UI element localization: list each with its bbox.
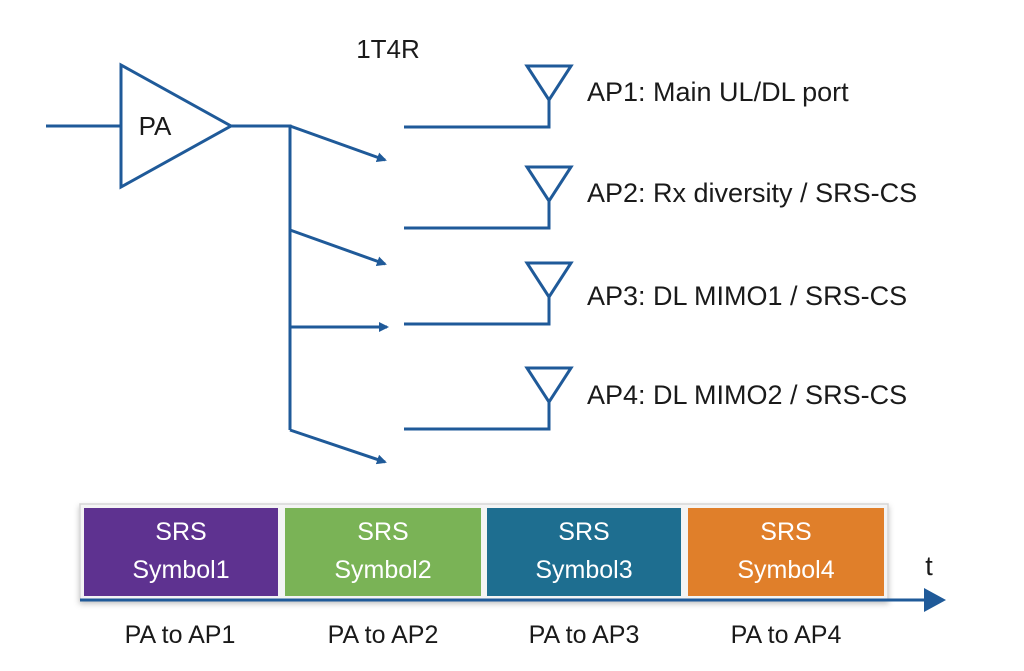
srs-symbol-box-4: SRS Symbol4 xyxy=(688,508,884,596)
symbol-caption-1: PA to AP1 xyxy=(125,621,236,649)
antenna-port-label: AP3: DL MIMO1 / SRS-CS xyxy=(587,281,907,311)
symbol-line1: SRS xyxy=(558,518,609,546)
symbol-caption-2: PA to AP2 xyxy=(328,621,439,649)
antenna-port-label: AP4: DL MIMO2 / SRS-CS xyxy=(587,380,907,410)
config-label: 1T4R xyxy=(356,34,420,64)
symbol-line2: Symbol1 xyxy=(132,556,229,584)
pa-label: PA xyxy=(139,111,172,141)
srs-symbol-box-3: SRS Symbol3 xyxy=(487,508,681,596)
pa-output-line xyxy=(231,124,292,430)
time-axis-label: t xyxy=(925,551,933,581)
antenna-port-2: AP2: Rx diversity / SRS-CS xyxy=(404,165,917,230)
antenna-icon xyxy=(524,261,574,300)
antenna-port-3: AP3: DL MIMO1 / SRS-CS xyxy=(404,261,907,326)
symbol-line1: SRS xyxy=(357,518,408,546)
symbol-line2: Symbol2 xyxy=(334,556,431,584)
switch-arrow-ap1 xyxy=(289,124,387,163)
symbol-line2: Symbol4 xyxy=(737,556,834,584)
srs-symbol-box-2: SRS Symbol2 xyxy=(285,508,481,596)
antenna-icon xyxy=(524,64,574,103)
symbol-line1: SRS xyxy=(760,518,811,546)
symbol-caption-4: PA to AP4 xyxy=(731,621,842,649)
switch-arrow-ap2 xyxy=(289,228,387,267)
symbol-line2: Symbol3 xyxy=(535,556,632,584)
antenna-icon xyxy=(524,165,574,204)
srs-symbol-box-1: SRS Symbol1 xyxy=(84,508,278,596)
symbol-caption-3: PA to AP3 xyxy=(529,621,640,649)
antenna-port-1: AP1: Main UL/DL port xyxy=(404,64,849,129)
pa-amplifier-icon xyxy=(119,62,235,190)
antenna-port-label: AP2: Rx diversity / SRS-CS xyxy=(587,178,917,208)
switch-arrow-ap4 xyxy=(289,428,387,465)
antenna-icon xyxy=(524,366,574,405)
time-axis-arrowhead-icon xyxy=(924,588,946,612)
srs-timeline: SRS Symbol1 SRS Symbol2 SRS Symbol3 SRS … xyxy=(79,503,889,601)
antenna-port-label: AP1: Main UL/DL port xyxy=(587,77,849,107)
symbol-line1: SRS xyxy=(155,518,206,546)
antenna-port-4: AP4: DL MIMO2 / SRS-CS xyxy=(404,366,907,431)
